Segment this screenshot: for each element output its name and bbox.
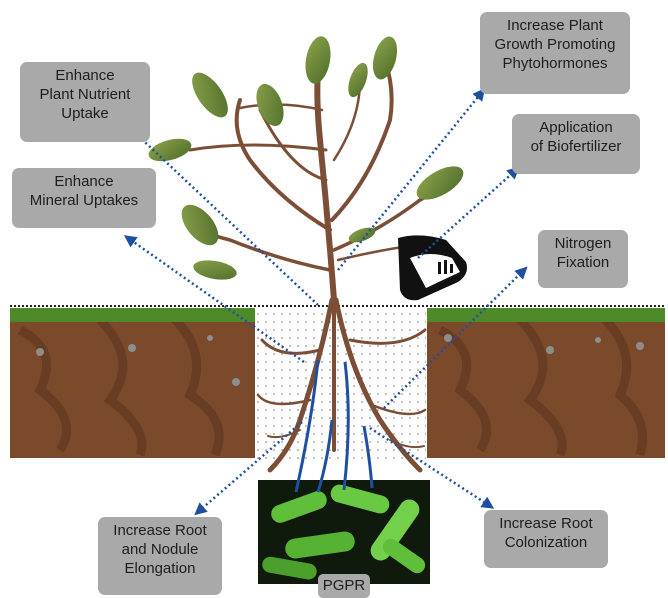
bacteria-micrograph — [258, 480, 430, 584]
label-enhance-nutrient-uptake: Enhance Plant Nutrient Uptake — [20, 62, 150, 142]
label-root-nodule-elongation: Increase Root and Nodule Elongation — [98, 517, 222, 595]
watering-can-icon — [398, 235, 467, 300]
label-nitrogen-fixation: Nitrogen Fixation — [538, 230, 628, 288]
label-increase-phytohormones: Increase Plant Growth Promoting Phytohor… — [480, 12, 630, 94]
label-application-biofertilizer: Application of Biofertilizer — [512, 114, 640, 174]
label-pgpr: PGPR — [318, 574, 370, 598]
soil-left — [10, 308, 255, 458]
label-root-colonization: Increase Root Colonization — [484, 510, 608, 568]
label-enhance-mineral-uptakes: Enhance Mineral Uptakes — [12, 168, 156, 228]
